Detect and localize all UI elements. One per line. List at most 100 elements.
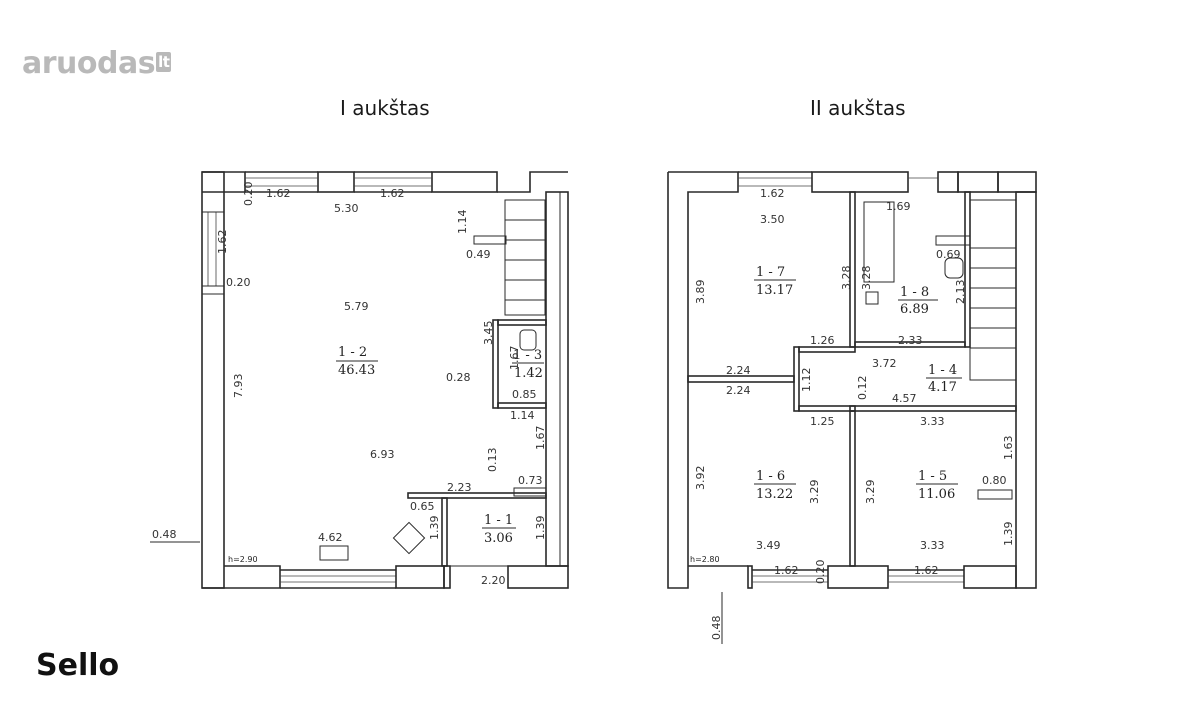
room-1-8-number: 1 - 8 (900, 285, 929, 300)
dimension-label: 0.20 (226, 276, 251, 289)
room-1-7-number: 1 - 7 (756, 265, 785, 280)
dimension-label: 0.80 (982, 474, 1007, 487)
wall-segment (473, 235, 507, 245)
room-1-6-area: 13.22 (756, 487, 793, 502)
wall-segment (513, 487, 547, 497)
watermark-tld: lt (156, 52, 172, 72)
room-1-4-number: 1 - 4 (928, 363, 957, 378)
wall-segment (827, 565, 889, 589)
dimension-label: 3.50 (760, 213, 785, 226)
dimension-label: 1.39 (1002, 522, 1015, 547)
wall-segment (395, 565, 445, 589)
floor-2-plan: 1 - 7 13.17 1 - 8 6.89 1 - 4 4.17 1 - 6 … (667, 171, 1037, 644)
dimension-label: 3.89 (694, 280, 707, 305)
dimension-label: 1.62 (760, 187, 785, 200)
room-1-6-number: 1 - 6 (756, 469, 785, 484)
dimension-label: 1.14 (510, 409, 535, 422)
dimension-label: 5.79 (344, 300, 369, 313)
dimension-label: 1.39 (428, 516, 441, 541)
wall-segment (497, 402, 547, 409)
dimension-label: 2.24 (726, 384, 751, 397)
room-1-3-area: 1.42 (514, 366, 543, 381)
wall-segment (392, 521, 426, 555)
floor2-stair-treads (970, 247, 1016, 349)
dimension-label: 0.49 (466, 248, 491, 261)
wall-segment (997, 171, 1037, 193)
dimension-label: 3.29 (864, 480, 877, 505)
dimension-label: 5.30 (334, 202, 359, 215)
dimension-label: 2.24 (726, 364, 751, 377)
room-1-5-number: 1 - 5 (918, 469, 947, 484)
wall-segment (201, 285, 225, 295)
dimension-label: 1.62 (216, 230, 229, 255)
dimension-label: 1.63 (1002, 436, 1015, 461)
dimension-label: 2.13 (954, 280, 967, 305)
dimension-label: 2.20 (481, 574, 506, 587)
dimension-label: 4.62 (318, 531, 343, 544)
wall-segment (863, 201, 895, 283)
dimension-label: 0.13 (486, 448, 499, 473)
wall-segment (977, 489, 1013, 500)
sello-brand-logo: Sello (36, 648, 120, 683)
dimension-label: 0.48 (710, 616, 723, 641)
floor-1-plan: 1 - 2 46.43 1 - 3 1.42 1 - 1 3.06 h=2.90… (150, 171, 569, 589)
dimension-label: 1.62 (774, 564, 799, 577)
dimension-label: 1.14 (456, 210, 469, 235)
room-1-5-area: 11.06 (918, 487, 955, 502)
room-1-3-number: 1 - 3 (513, 348, 542, 363)
wall-segment (1015, 191, 1037, 589)
dimension-label: 0.85 (512, 388, 537, 401)
dimension-label: 0.28 (446, 371, 471, 384)
wall-segment (969, 199, 1017, 381)
floor-2-title: II aukštas (810, 96, 906, 120)
wall-segment (747, 565, 753, 589)
wall-segment (319, 545, 349, 561)
dimension-label: 0.73 (518, 474, 543, 487)
dimension-label: 3.29 (808, 480, 821, 505)
wall-segment (507, 565, 569, 589)
wall-segment (964, 191, 971, 348)
wall-segment (317, 171, 355, 193)
wall-segment (798, 346, 856, 353)
floor2-ceiling-height: h=2.80 (690, 555, 720, 564)
dimension-label: 3.33 (920, 539, 945, 552)
wall-segment (431, 171, 498, 193)
dimension-label: 3.49 (756, 539, 781, 552)
dimension-label: 0.20 (814, 560, 827, 585)
dimension-label: 7.93 (232, 374, 245, 399)
dimension-label: 3.45 (482, 321, 495, 346)
dimension-label: 6.93 (370, 448, 395, 461)
dimension-label: 1.67 (508, 346, 521, 371)
wall-segment (201, 191, 225, 213)
dimension-label: 2.33 (898, 334, 923, 347)
dimension-label: 1.62 (914, 564, 939, 577)
wall-segment (937, 171, 959, 193)
floor1-ceiling-height: h=2.90 (228, 555, 258, 564)
wall-segment (935, 235, 971, 246)
room-1-8-area: 6.89 (900, 302, 929, 317)
wall-segment (811, 171, 909, 193)
floor1-wall-top-right (497, 171, 568, 193)
room-1-7-area: 13.17 (756, 283, 793, 298)
dimension-label: 1.39 (534, 516, 547, 541)
dimension-label: 1.62 (266, 187, 291, 200)
wall-segment (854, 341, 966, 348)
room-1-2-area: 46.43 (338, 363, 375, 378)
wall-segment (793, 346, 800, 412)
wall-segment (492, 319, 499, 409)
wall-segment (798, 405, 856, 412)
dimension-label: 2.23 (447, 481, 472, 494)
dimension-label: 0.69 (936, 248, 961, 261)
dimension-label: 3.33 (920, 415, 945, 428)
floor-1-title: I aukštas (340, 96, 430, 120)
watermark-text: aruodas (22, 46, 156, 81)
room-1-1-number: 1 - 1 (484, 513, 513, 528)
wall-segment (519, 329, 537, 351)
dimension-label: 0.20 (242, 182, 255, 207)
dimension-label: 3.72 (872, 357, 897, 370)
dimension-label: 3.28 (840, 266, 853, 291)
dimension-label: 0.65 (410, 500, 435, 513)
wall-segment (504, 199, 546, 316)
dimension-label: 0.48 (152, 528, 177, 541)
